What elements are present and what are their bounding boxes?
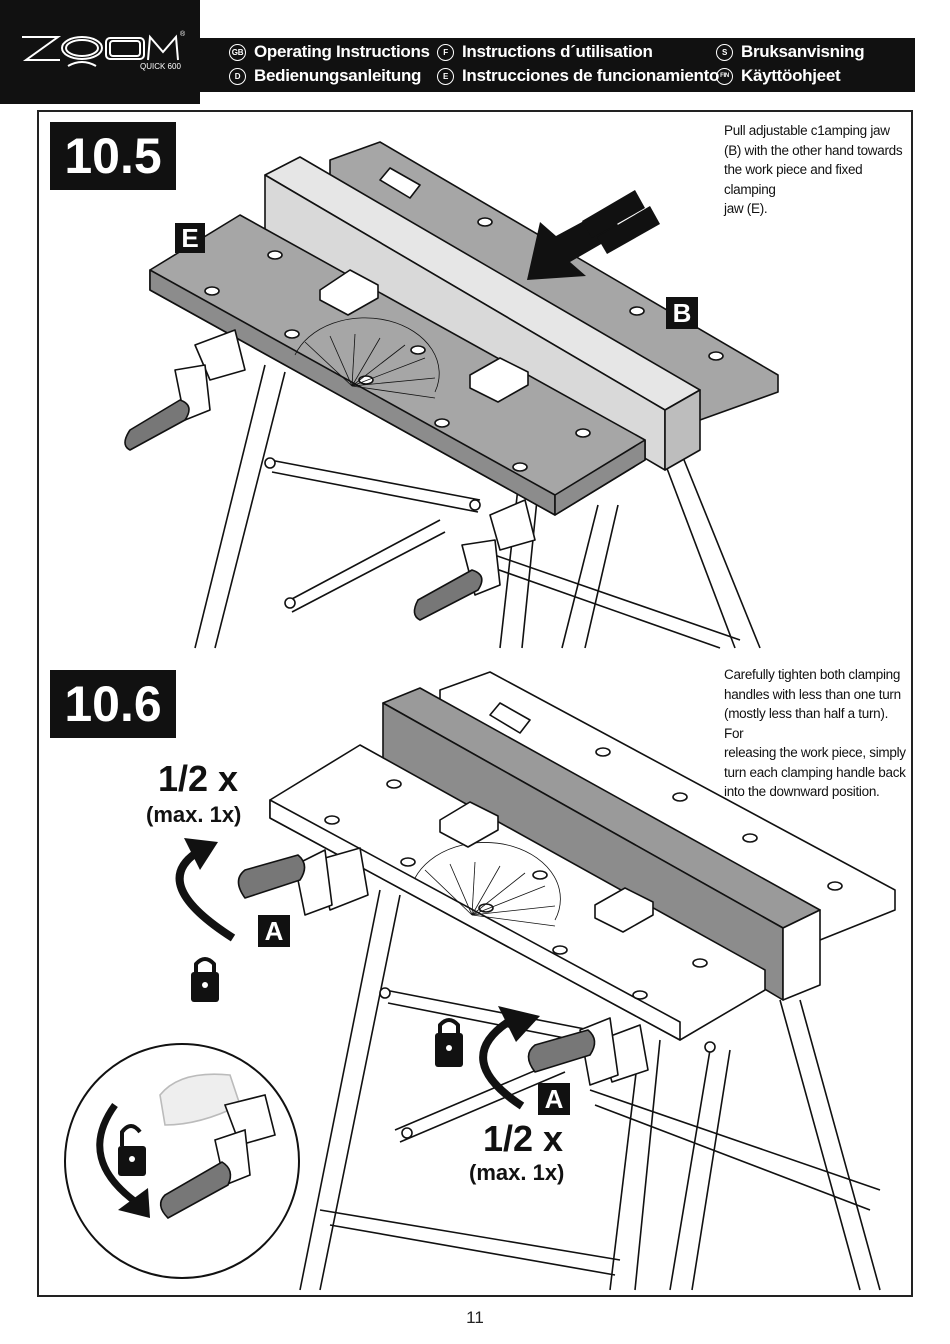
bolt [469, 499, 481, 511]
jaw-b-end [664, 389, 701, 471]
bench-legs [194, 364, 761, 649]
instruction-line: jaw (E). [724, 201, 768, 216]
instruction-line: (mostly less than half a turn). For [724, 706, 889, 741]
lang-label: Operating Instructions [254, 42, 430, 61]
clamp-peg [469, 357, 529, 403]
lang-d: D Bedienungsanleitung [229, 66, 421, 86]
unlock-icon [118, 1124, 146, 1176]
page-number: 11 [466, 1308, 484, 1327]
lang-code-badge: GB [229, 43, 246, 61]
lang-gb: GB Operating Instructions [229, 42, 430, 62]
instruction-line: Pull adjustable c1amping jaw [724, 123, 890, 138]
lang-code-badge: F [437, 43, 454, 61]
turn-max-label: (max. 1x) [146, 802, 242, 827]
turn-amount-label: 1/2 x [483, 1118, 564, 1159]
step-instruction: Pull adjustable c1amping jaw (B) with th… [724, 121, 904, 219]
lang-label: Bruksanvisning [741, 42, 865, 61]
rotate-arrow-icon [96, 1102, 142, 1208]
bolt [284, 597, 296, 609]
lang-code-badge: E [437, 67, 454, 85]
lang-label: Instrucciones de funcionamiento [462, 66, 720, 85]
label-b: B [666, 297, 698, 329]
clamp-peg [439, 801, 499, 848]
bolt [379, 987, 391, 999]
lang-label: Instructions d´utilisation [462, 42, 653, 61]
clamped-workpiece-end [782, 909, 821, 1001]
lang-fin: FIN Käyttöohjeet [716, 66, 841, 86]
clamp-handle [527, 1017, 649, 1086]
board-holes [204, 217, 724, 472]
lang-e: E Instrucciones de funcionamiento [437, 66, 719, 86]
clamp-peg [594, 887, 654, 933]
lang-code-badge: FIN [716, 67, 733, 85]
clamp-handle [237, 847, 369, 916]
lang-f: F Instructions d´utilisation [437, 42, 653, 62]
instruction-line: turn each clamping handle back [724, 764, 906, 780]
instruction-line: Carefully tighten both clamping [724, 667, 901, 682]
rear-clamp-peg [379, 167, 421, 199]
content-frame [37, 110, 913, 1297]
step-number-badge: 10.6 [50, 670, 176, 738]
registered-mark: ® [180, 30, 186, 38]
turn-amount-label: 1/2 x [158, 758, 239, 799]
lock-icon [191, 957, 219, 1002]
bolt [704, 1041, 716, 1053]
clamp-peg [319, 269, 379, 316]
rotate-arrow-icon [479, 1018, 525, 1110]
workbench-step-10-6 [175, 671, 896, 1291]
rotate-arrow-icon [175, 849, 236, 942]
board-holes [324, 747, 843, 1000]
turn-max-label: (max. 1x) [469, 1160, 565, 1185]
lang-label: Bedienungsanleitung [254, 66, 422, 85]
workbench-step-10-5 [124, 141, 779, 649]
lang-code-badge: D [229, 67, 246, 85]
label-a: A [538, 1083, 570, 1115]
lang-s: S Bruksanvisning [716, 42, 865, 62]
lock-icon [435, 1018, 463, 1067]
instruction-line: into the downward position. [724, 784, 880, 799]
instruction-line: (B) with the other hand towards [724, 142, 903, 158]
header-bar: ® [0, 0, 915, 104]
protractor-scale [414, 842, 561, 927]
clamp-handle [124, 329, 246, 451]
bench-legs [299, 889, 881, 1291]
instruction-line: the work piece and fixed clamping [724, 162, 863, 197]
protractor-scale [294, 317, 440, 399]
brand-model: QUICK 600 [140, 62, 181, 71]
instruction-line: handles with less than one turn [724, 686, 901, 702]
label-a: A [258, 915, 290, 947]
zoom-logo [22, 34, 179, 67]
lang-label: Käyttöohjeet [741, 66, 841, 85]
instruction-line: releasing the work piece, simply [724, 745, 906, 760]
label-e: E [175, 223, 205, 253]
bolt [401, 1127, 413, 1139]
lang-code-badge: S [716, 43, 733, 61]
step-instruction: Carefully tighten both clamping handles … [724, 665, 909, 802]
detail-inset-release [64, 1043, 300, 1279]
clamp-handle [413, 499, 536, 621]
bolt [264, 457, 276, 469]
step-number-badge: 10.5 [50, 122, 176, 190]
